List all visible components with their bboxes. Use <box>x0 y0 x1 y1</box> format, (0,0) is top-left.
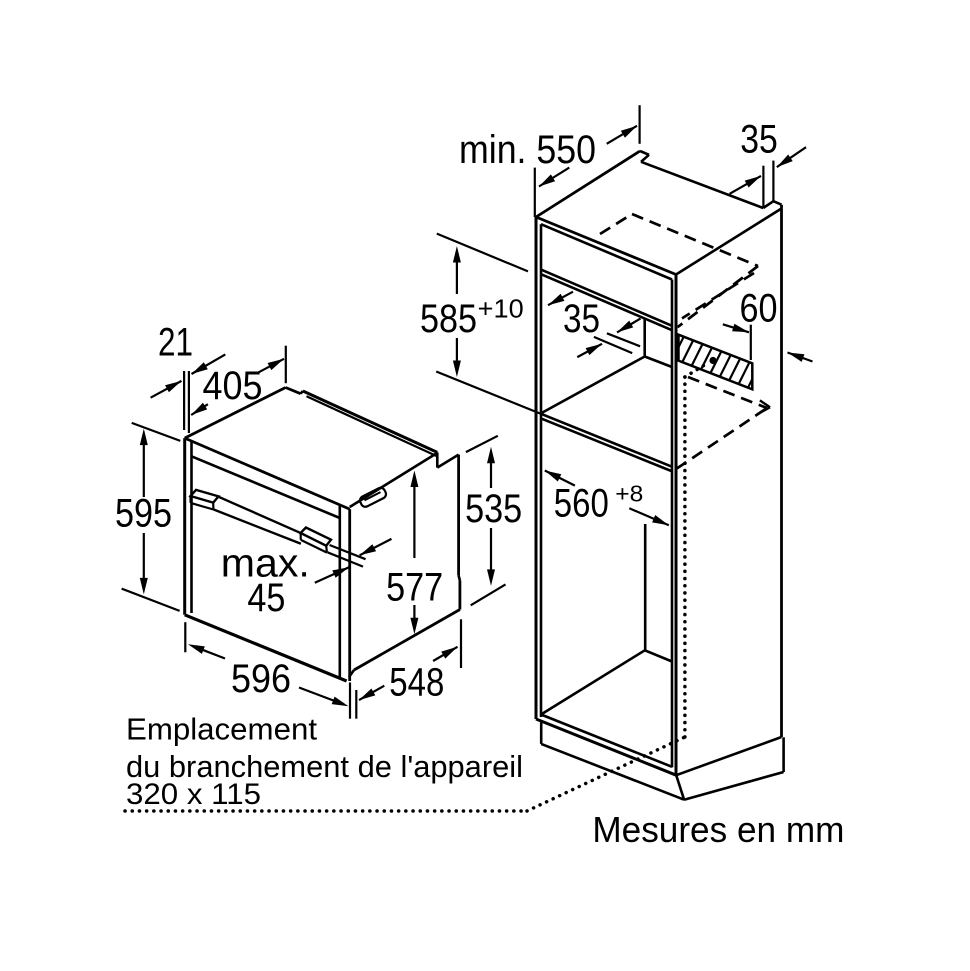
svg-text:596: 596 <box>231 657 291 701</box>
svg-text:35: 35 <box>563 297 600 341</box>
svg-text:35: 35 <box>740 118 778 162</box>
svg-text:560: 560 <box>554 482 609 526</box>
svg-text:577: 577 <box>386 566 443 610</box>
svg-text:595: 595 <box>115 492 172 536</box>
svg-text:Emplacement: Emplacement <box>126 712 317 747</box>
svg-text:405: 405 <box>203 364 263 408</box>
svg-text:max.: max. <box>221 542 310 586</box>
svg-text:min. 550: min. 550 <box>459 128 596 172</box>
svg-text:320 x 115: 320 x 115 <box>126 778 261 811</box>
svg-text:45: 45 <box>247 576 285 620</box>
svg-text:21: 21 <box>158 321 193 365</box>
svg-text:+8: +8 <box>615 481 643 507</box>
svg-text:60: 60 <box>740 286 778 330</box>
svg-text:548: 548 <box>389 661 444 705</box>
svg-text:du branchement de l'appareil: du branchement de l'appareil <box>126 749 523 784</box>
svg-text:+10: +10 <box>478 294 524 324</box>
svg-text:585: 585 <box>420 297 477 341</box>
svg-text:Mesures en mm: Mesures en mm <box>592 809 844 850</box>
svg-text:535: 535 <box>465 487 522 531</box>
